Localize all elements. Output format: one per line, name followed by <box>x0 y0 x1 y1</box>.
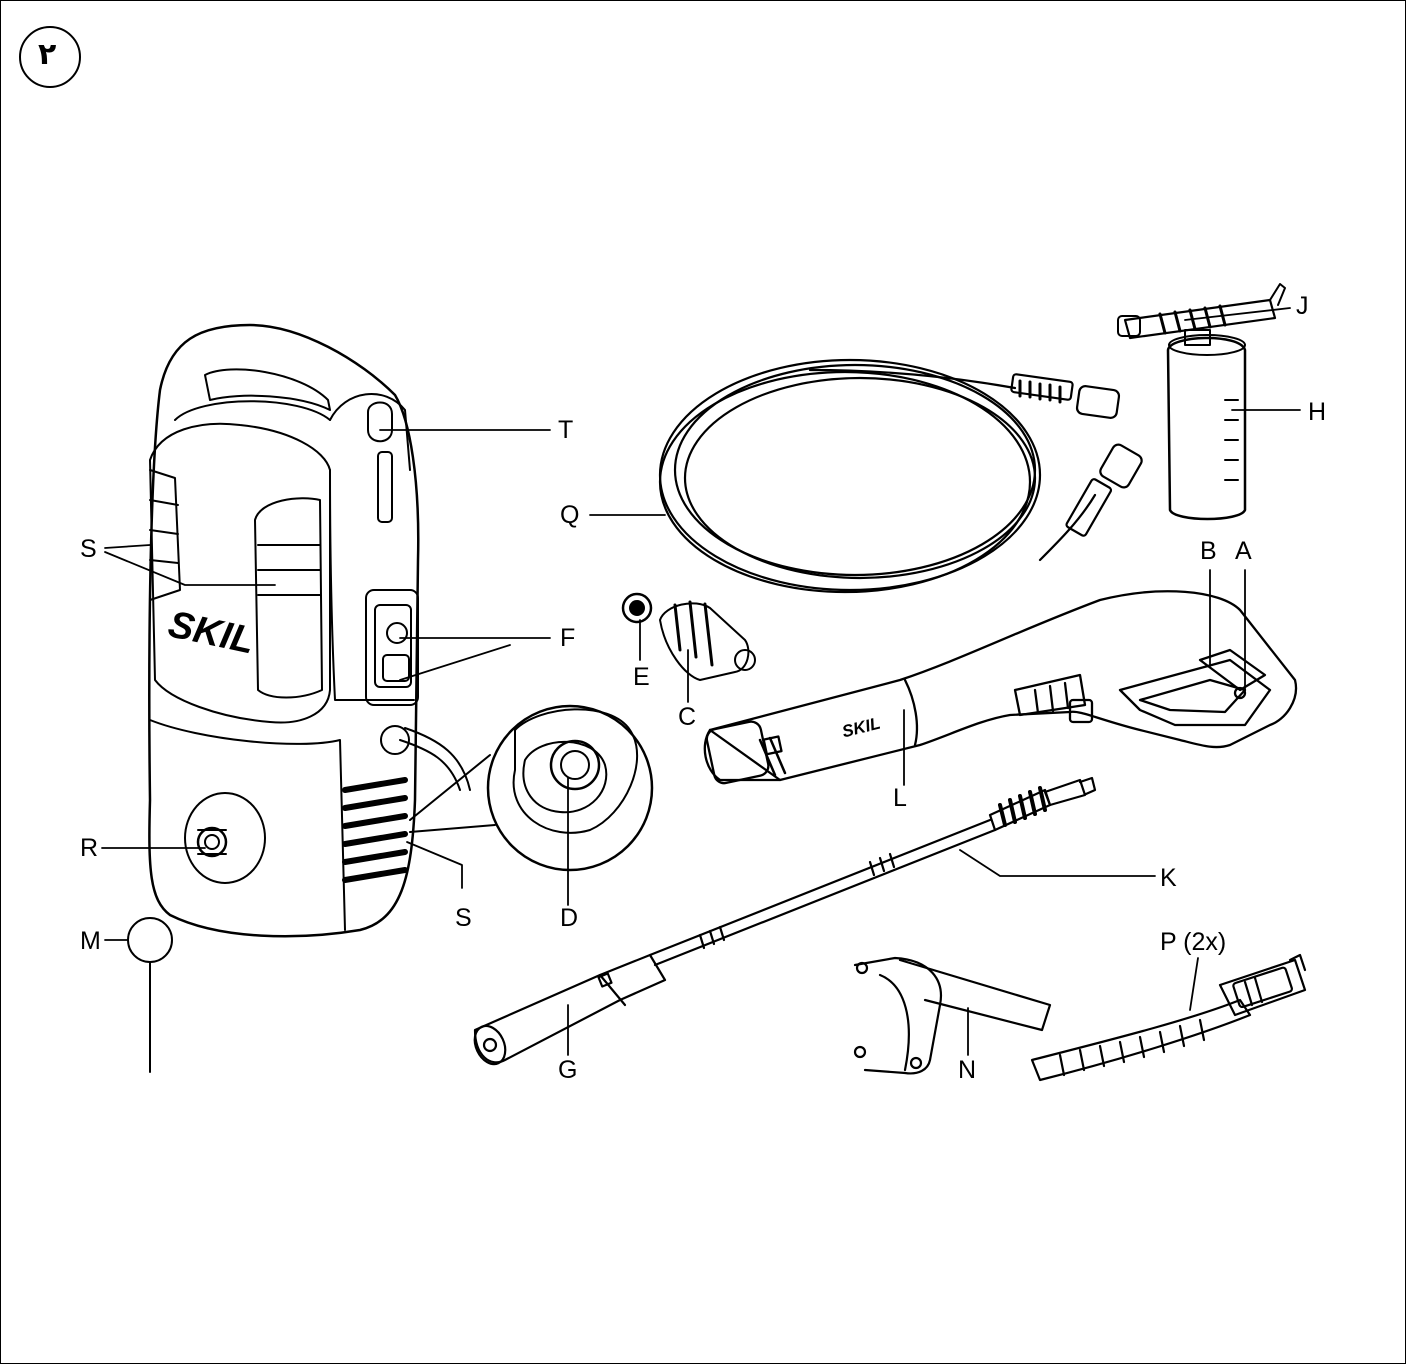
washer-body <box>148 323 471 938</box>
label-m: M <box>80 927 101 955</box>
label-s-lower: S <box>455 904 472 932</box>
high-pressure-hose <box>658 358 1143 594</box>
label-j: J <box>1296 292 1309 320</box>
figure-badge-circle <box>19 26 81 88</box>
label-e: E <box>633 663 650 691</box>
outlet-detail-zoom <box>409 704 654 872</box>
label-h: H <box>1308 398 1327 426</box>
spray-lance <box>648 776 1097 967</box>
label-b: B <box>1200 537 1217 565</box>
label-q: Q <box>560 501 580 529</box>
filter-disk <box>127 917 173 963</box>
hose-holder-mount <box>853 956 1052 1075</box>
label-p: P (2x) <box>1160 928 1227 956</box>
detergent-bottle <box>1117 283 1286 521</box>
label-l: L <box>893 784 907 812</box>
label-g: G <box>558 1056 578 1084</box>
label-s-upper: S <box>80 535 97 563</box>
figure-badge: ٢ <box>38 37 57 72</box>
spray-gun <box>703 590 1298 785</box>
label-r: R <box>80 834 99 862</box>
label-t: T <box>558 416 574 444</box>
label-c: C <box>678 703 697 731</box>
label-d: D <box>560 904 579 932</box>
label-f: F <box>560 624 576 652</box>
hose-adapter <box>621 592 756 681</box>
label-a: A <box>1235 537 1252 565</box>
cable-strap <box>1030 953 1307 1082</box>
variable-nozzle <box>473 953 667 1066</box>
leader-lines <box>101 307 1301 1056</box>
label-n: N <box>958 1056 977 1084</box>
label-k: K <box>1160 864 1177 892</box>
